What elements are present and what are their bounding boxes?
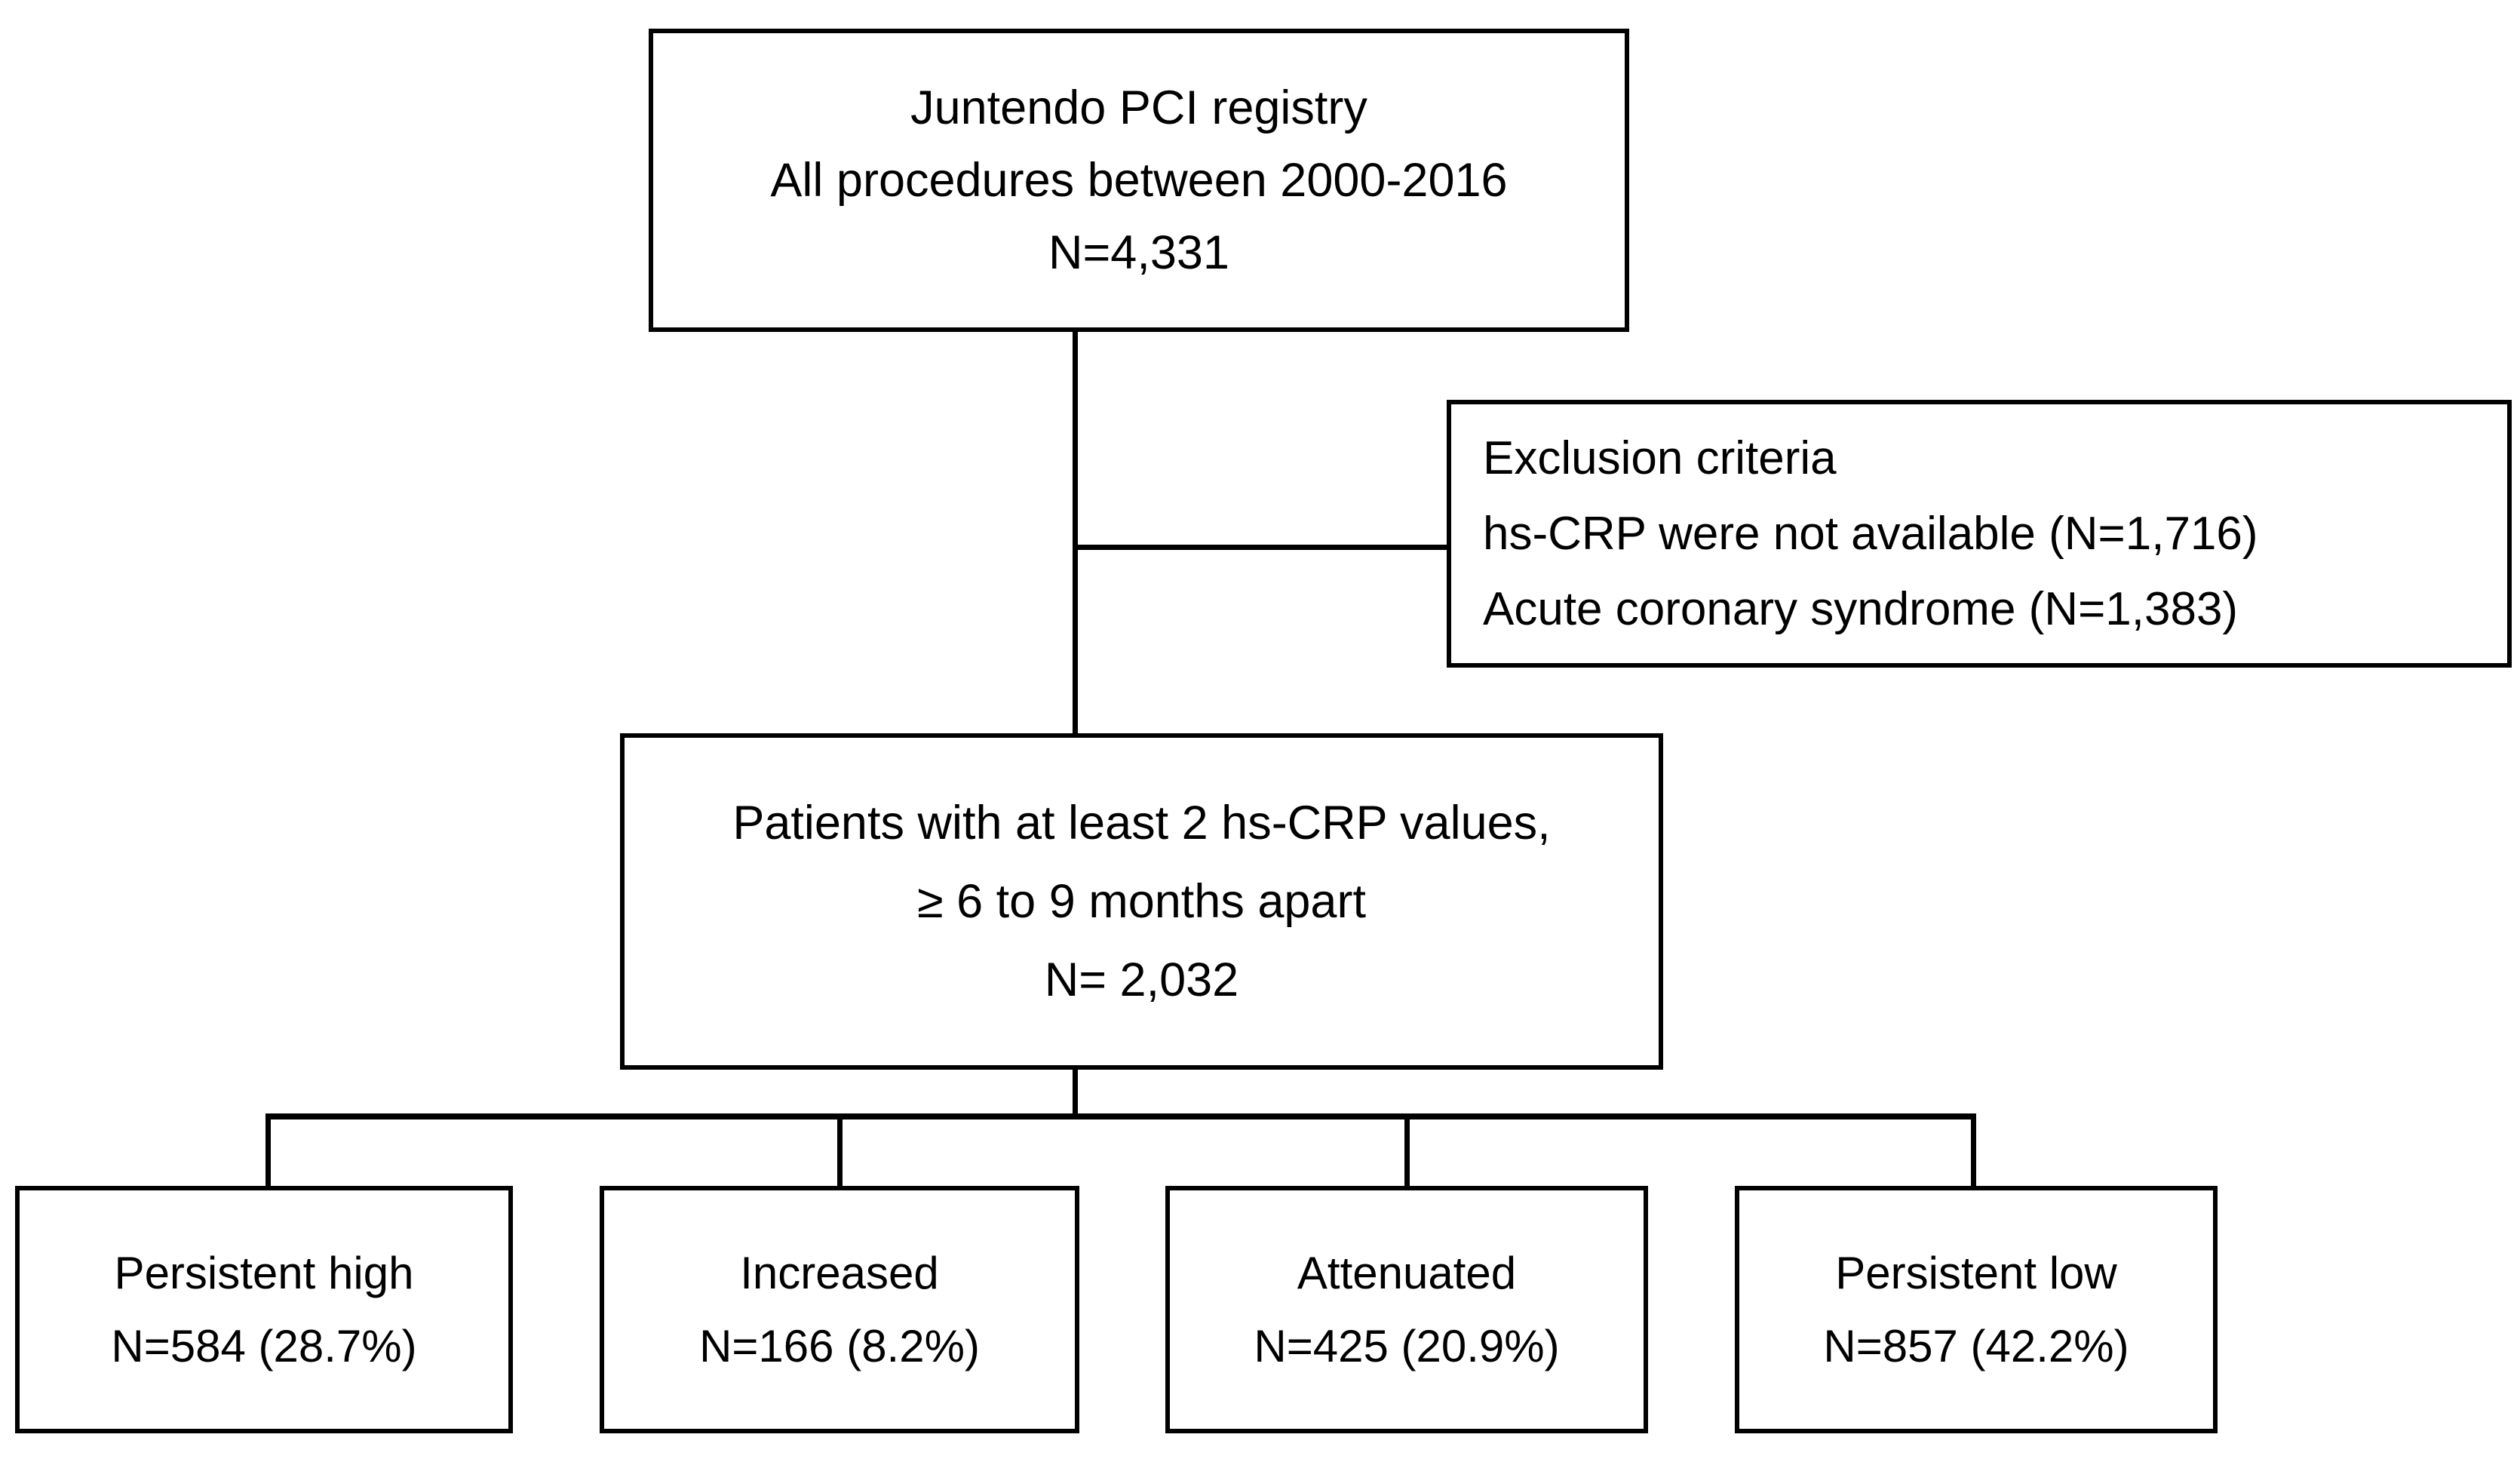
registry-line-2: All procedures between 2000-2016 bbox=[770, 154, 1508, 207]
connector-trunk-to-eligible bbox=[1073, 545, 1078, 738]
eligible-line-2: ≥ 6 to 9 months apart bbox=[917, 875, 1366, 928]
registry-line-1: Juntendo PCI registry bbox=[910, 81, 1367, 134]
connector-drop-attenuated bbox=[1404, 1113, 1410, 1187]
registry-line-3: N=4,331 bbox=[1048, 226, 1229, 279]
eligible-line-3: N= 2,032 bbox=[1044, 954, 1239, 1006]
exclusion-line-1: hs-CRP were not available (N=1,716) bbox=[1483, 507, 2258, 560]
node-eligible-cohort: Patients with at least 2 hs-CRP values, … bbox=[620, 733, 1663, 1070]
node-group-increased: Increased N=166 (8.2%) bbox=[600, 1186, 1079, 1433]
group-count: N=166 (8.2%) bbox=[699, 1321, 980, 1371]
connector-drop-increased bbox=[837, 1113, 843, 1187]
node-group-persistent-high: Persistent high N=584 (28.7%) bbox=[15, 1186, 513, 1433]
eligible-line-1: Patients with at least 2 hs-CRP values, bbox=[732, 797, 1551, 849]
group-count: N=425 (20.9%) bbox=[1254, 1321, 1560, 1371]
connector-registry-to-trunk bbox=[1073, 332, 1078, 552]
group-label: Increased bbox=[740, 1248, 939, 1298]
exclusion-title: Exclusion criteria bbox=[1483, 432, 1837, 484]
exclusion-line-2: Acute coronary syndrome (N=1,383) bbox=[1483, 582, 2239, 635]
connector-eligible-to-fanout bbox=[1073, 1070, 1078, 1118]
connector-trunk-to-exclusion bbox=[1073, 545, 1450, 550]
group-label: Persistent low bbox=[1835, 1248, 2117, 1298]
connector-drop-persistent-high bbox=[266, 1113, 271, 1187]
group-label: Attenuated bbox=[1297, 1248, 1517, 1298]
connector-fanout-bar bbox=[266, 1113, 1976, 1119]
node-group-persistent-low: Persistent low N=857 (42.2%) bbox=[1735, 1186, 2218, 1433]
node-exclusion-criteria: Exclusion criteria hs-CRP were not avail… bbox=[1447, 400, 2512, 668]
group-count: N=584 (28.7%) bbox=[111, 1321, 417, 1371]
group-count: N=857 (42.2%) bbox=[1823, 1321, 2129, 1371]
node-registry: Juntendo PCI registry All procedures bet… bbox=[649, 29, 1629, 332]
group-label: Persistent high bbox=[114, 1248, 414, 1298]
connector-drop-persistent-low bbox=[1971, 1113, 1976, 1187]
node-group-attenuated: Attenuated N=425 (20.9%) bbox=[1165, 1186, 1648, 1433]
